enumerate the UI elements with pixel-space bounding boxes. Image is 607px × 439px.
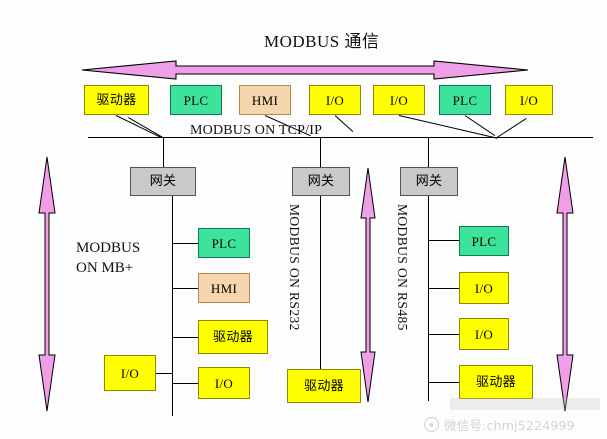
device-label: 驱动器 xyxy=(96,92,137,108)
rs485-bus-line xyxy=(428,196,430,401)
device-label: I/O xyxy=(120,365,140,381)
mbplus-label-line1: MODBUS xyxy=(76,240,141,256)
link-top3-bus xyxy=(334,115,354,133)
device-label: I/O xyxy=(389,92,409,108)
link-top0-bus xyxy=(115,115,162,138)
link-top1-bus xyxy=(128,117,164,139)
tcpip-bus-line xyxy=(88,137,593,139)
mbplus-device-1[interactable]: HMI xyxy=(198,273,250,303)
gateway-label: 网关 xyxy=(149,174,177,189)
rs485-device-3[interactable]: 驱动器 xyxy=(459,365,533,399)
watermark: ● 微信号:chmj5224999 xyxy=(424,412,604,436)
mbplus-device-0[interactable]: PLC xyxy=(198,228,250,258)
stub-mb-4 xyxy=(146,373,173,375)
device-label: I/O xyxy=(519,92,539,108)
rs485-bus-label: MODBUS ON RS485 xyxy=(395,204,410,331)
mbplus-device-4[interactable]: I/O xyxy=(104,355,156,391)
device-top-5[interactable]: PLC xyxy=(439,85,491,115)
gateway-label: 网关 xyxy=(415,174,443,189)
rs485-device-0[interactable]: PLC xyxy=(459,226,509,256)
gateway-0[interactable]: 网关 xyxy=(130,167,196,196)
mbplus-label-line2: ON MB+ xyxy=(76,260,134,277)
mbplus-span-arrow xyxy=(38,156,56,412)
rs232-span-arrow xyxy=(360,167,376,403)
stub-485-1 xyxy=(428,288,460,290)
rs485-span-arrow xyxy=(556,156,574,412)
device-label: PLC xyxy=(211,235,237,251)
watermark-backdrop xyxy=(450,398,600,410)
stub-mb-1 xyxy=(172,288,199,290)
stub-485-2 xyxy=(428,334,460,336)
rs232-bus-line xyxy=(320,196,322,376)
stub-485-3 xyxy=(428,382,460,384)
mbplus-bus-line xyxy=(172,196,174,416)
rs232-bus-label: MODBUS ON RS232 xyxy=(287,204,302,331)
watermark-text: 微信号:chmj5224999 xyxy=(444,417,575,433)
mbplus-device-2[interactable]: 驱动器 xyxy=(198,320,268,354)
gateway-1[interactable]: 网关 xyxy=(292,167,350,196)
device-label: PLC xyxy=(452,92,478,108)
device-label: I/O xyxy=(325,92,345,108)
device-label: HMI xyxy=(210,280,238,296)
page-title-cjk: 通信 xyxy=(344,32,380,52)
wechat-icon: ● xyxy=(424,416,439,432)
device-label: HMI xyxy=(251,92,279,108)
device-label: PLC xyxy=(471,233,497,249)
device-label: I/O xyxy=(214,375,234,391)
device-top-3[interactable]: I/O xyxy=(309,85,361,115)
link-bus-gateway-1 xyxy=(320,137,322,167)
device-top-6[interactable]: I/O xyxy=(505,85,553,115)
rs485-device-2[interactable]: I/O xyxy=(459,318,509,350)
stub-mb-0 xyxy=(172,243,199,245)
stub-mb-3 xyxy=(172,383,199,385)
device-top-1[interactable]: PLC xyxy=(170,85,222,115)
link-bus-gateway-2 xyxy=(428,137,430,167)
stub-mb-2 xyxy=(172,337,199,339)
page-title-en: MODBUS xyxy=(264,32,345,51)
device-label: PLC xyxy=(183,92,209,108)
gateway-label: 网关 xyxy=(307,174,335,189)
device-label: 驱动器 xyxy=(213,329,253,345)
device-label: 驱动器 xyxy=(304,378,344,394)
mbplus-device-3[interactable]: I/O xyxy=(198,367,250,399)
page-title: MODBUS 通信 xyxy=(264,32,380,53)
link-top6-bus xyxy=(496,118,527,139)
link-bus-gateway-0 xyxy=(163,137,165,167)
device-top-2[interactable]: HMI xyxy=(239,85,291,115)
device-top-4[interactable]: I/O xyxy=(373,85,425,115)
device-top-0[interactable]: 驱动器 xyxy=(84,85,149,115)
gateway-2[interactable]: 网关 xyxy=(400,167,458,196)
stub-485-0 xyxy=(428,240,460,242)
device-label: I/O xyxy=(474,326,494,342)
mbplus-bus-label: MODBUS ON MB+ xyxy=(76,238,140,279)
device-label: 驱动器 xyxy=(476,374,516,390)
tcpip-bus-label: MODBUS ON TCP/IP xyxy=(190,123,323,138)
rs485-device-1[interactable]: I/O xyxy=(459,272,509,304)
rs232-device-0[interactable]: 驱动器 xyxy=(287,369,361,403)
modbus-communication-arrow xyxy=(81,60,529,80)
device-label: I/O xyxy=(474,280,494,296)
